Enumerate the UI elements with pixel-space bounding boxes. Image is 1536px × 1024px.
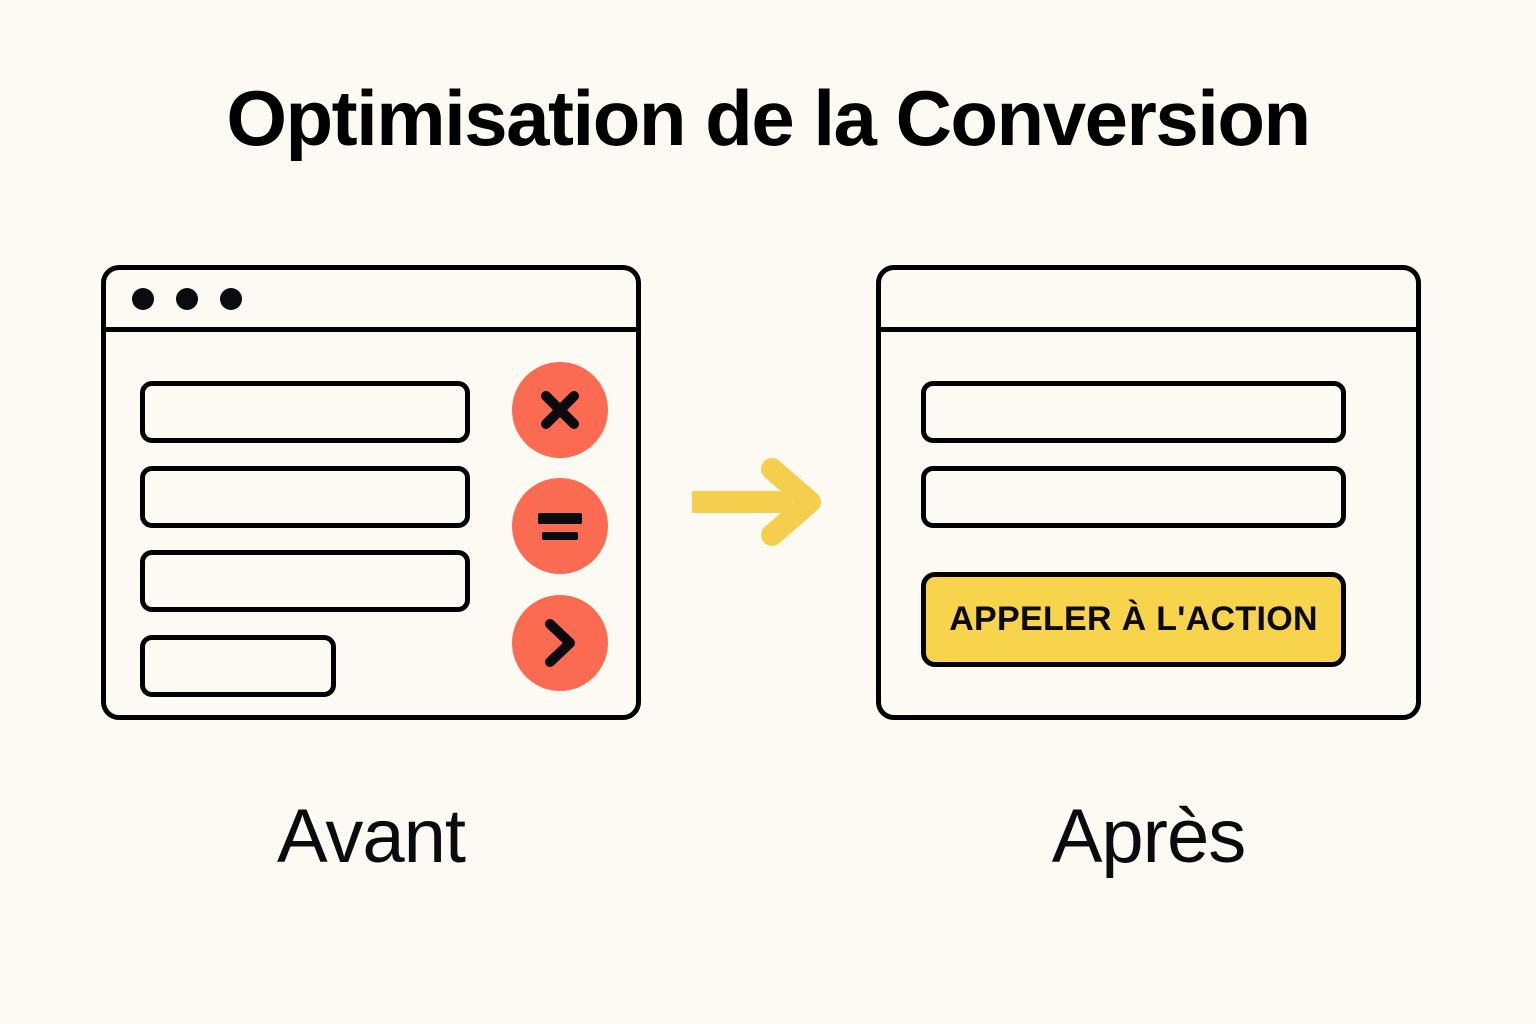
close-badge[interactable] xyxy=(512,362,608,458)
after-form-field-1[interactable] xyxy=(921,381,1346,443)
page-title: Optimisation de la Conversion xyxy=(226,74,1311,162)
arrow-right-icon xyxy=(684,458,834,556)
after-window-body: APPELER À L'ACTION xyxy=(881,332,1416,715)
chevron-badge[interactable] xyxy=(512,595,608,691)
after-window-titlebar xyxy=(881,270,1416,332)
window-dot-red-icon xyxy=(132,287,154,310)
window-dot-yellow-icon xyxy=(176,287,198,310)
before-form-field-3[interactable] xyxy=(140,550,470,612)
x-icon xyxy=(534,384,586,436)
before-window-body xyxy=(106,332,636,715)
call-to-action-button[interactable]: APPELER À L'ACTION xyxy=(921,572,1346,667)
after-form-field-2[interactable] xyxy=(921,466,1346,528)
before-browser-window xyxy=(101,265,641,720)
window-dot-green-icon xyxy=(220,287,242,310)
before-form-field-4[interactable] xyxy=(140,635,336,697)
before-caption: Avant xyxy=(277,794,466,879)
after-caption: Après xyxy=(1051,794,1247,879)
flow-arrow xyxy=(684,452,834,552)
call-to-action-label: APPELER À L'ACTION xyxy=(949,600,1318,638)
chevron-right-icon xyxy=(538,616,582,670)
before-form-field-1[interactable] xyxy=(140,381,470,443)
equals-icon xyxy=(532,503,588,549)
equals-badge[interactable] xyxy=(512,478,608,574)
before-form-field-2[interactable] xyxy=(140,466,470,528)
after-browser-window: APPELER À L'ACTION xyxy=(876,265,1421,720)
before-window-titlebar xyxy=(106,270,636,332)
